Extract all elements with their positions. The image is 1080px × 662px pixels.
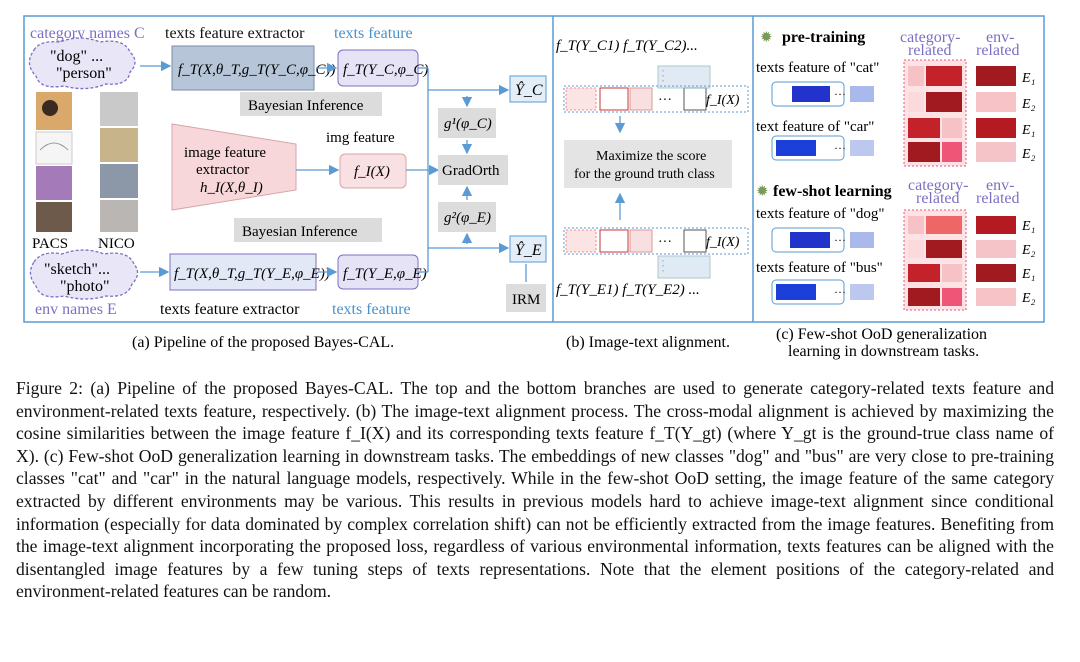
svg-text:···: ··· [658,235,672,250]
top-feature-label: texts feature [334,25,413,42]
panel-b: f_T(Y_C1) f_T(Y_C2)... ⋮ ··· f_I(X) Maxi… [556,38,749,351]
env-bubble-line1: "sketch"... [44,261,110,278]
env-related-top-2: related [976,42,1020,59]
caption-text: Figure 2: (a) Pipeline of the proposed B… [16,378,1054,602]
pacs-sketch-image [35,131,73,165]
figure-caption: Figure 2: (a) Pipeline of the proposed B… [16,377,1054,603]
nico-label: NICO [98,236,135,252]
g2-box [438,202,496,232]
svg-text:···: ··· [834,141,846,155]
env-related-bottom-1: env- [986,177,1014,194]
nico-image-3 [100,164,138,198]
dog-label: texts feature of "dog" [756,206,884,222]
panel-c: ✹ pre-training category- related env- re… [756,29,1036,360]
nico-image-2 [100,128,138,162]
img-feature-formula: f_I(X) [354,164,390,180]
caption-c-1: (c) Few-shot OoD generalization [776,326,987,343]
c-e1-d: E₁ [1021,267,1035,282]
bayes-bottom: Bayesian Inference [242,224,358,240]
c-e2-b: E₂ [1021,147,1036,162]
svg-text:···: ··· [834,285,846,299]
irm: IRM [512,292,540,308]
top-feature-formula: f_T(Y_C,φ_C) [343,62,428,78]
pacs-photo-image [36,202,72,232]
cat-related-bottom-1: category- [908,177,968,194]
env-bubble [29,249,139,300]
b-top-formula: f_T(Y_C1) f_T(Y_C2)... [556,38,698,54]
gear-icon-2: ✹ [756,184,769,200]
maximize-box [564,140,732,188]
irm-box [506,284,546,312]
ye: Ŷ_E [515,240,542,259]
caption-c-2: learning in downstream tasks. [788,343,979,360]
env-related-bottom-2: related [976,190,1020,207]
caption-a: (a) Pipeline of the proposed Bayes-CAL. [132,334,394,351]
c-e1-b: E₁ [1021,123,1035,138]
top-extractor-formula: f_T(X,θ_T,g_T(Y_C,φ_C)) [178,62,336,78]
pacs-art-image [36,166,72,200]
b-fi-bottom: f_I(X) [706,235,740,250]
cat-label: texts feature of "cat" [756,60,879,76]
env-bubble-line2: "photo" [60,278,110,295]
figure-diagram: category names C texts feature extractor… [23,15,1045,360]
bottom-extractor-label: texts feature extractor [160,301,300,318]
c-e2-a: E₂ [1021,97,1036,112]
panel-a: category names C texts feature extractor… [28,25,547,351]
figure-frame [23,15,1045,323]
env-related-top-1: env- [986,29,1014,46]
bottom-text-extractor [169,253,317,291]
c-e1-a: E₁ [1021,71,1035,86]
yc: Ŷ_C [515,80,543,99]
pacs-label: PACS [32,236,68,252]
svg-text:···: ··· [658,93,672,108]
gear-icon: ✹ [760,30,773,46]
img-feature-label: img feature [326,130,395,146]
g2: g²(φ_E) [444,210,491,226]
g1-box [438,108,496,138]
bottom-feature-formula: f_T(Y_E,φ_E) [343,266,427,282]
gradorth: GradOrth [442,163,500,179]
top-text-extractor [171,45,315,91]
b-fi-top: f_I(X) [706,93,740,108]
img-feature-box [339,153,407,189]
b-bottom-formula: f_T(Y_E1) f_T(Y_E2) ... [556,282,700,298]
c-e2-d: E₂ [1021,291,1036,306]
caption-b: (b) Image-text alignment. [566,334,730,351]
category-bubble [28,37,136,90]
top-extractor-label: texts feature extractor [165,25,305,42]
gradorth-box [438,155,508,185]
image-extractor-line2: extractor [196,162,249,178]
bayes-top-box [240,92,382,116]
g1: g¹(φ_C) [444,116,492,132]
env-names-label: env names E [35,301,117,318]
image-extractor-line1: image feature [184,145,266,161]
category-bubble-line2: "person" [56,65,112,82]
cat-related-top-1: category- [900,29,960,46]
bayes-bottom-box [234,218,382,242]
c-e1-c: E₁ [1021,219,1035,234]
pretraining-label: pre-training [782,29,865,46]
image-extractor [171,123,297,211]
image-extractor-line3: h_I(X,θ_I) [200,180,263,196]
nico-image-1 [100,92,138,126]
svg-text:···: ··· [834,233,846,247]
cat-related-top-2: related [908,42,952,59]
bottom-feature-label: texts feature [332,301,411,318]
c-e2-c: E₂ [1021,243,1036,258]
nico-image-4 [100,200,138,232]
yc-box [509,75,547,103]
bus-label: texts feature of "bus" [756,260,883,276]
maximize-line2: for the ground truth class [574,167,715,182]
category-bubble-line1: "dog" ... [50,48,103,65]
bottom-extractor-formula: f_T(X,θ_T,g_T(Y_E,φ_E)) [174,266,330,282]
category-names-label: category names C [30,25,145,42]
cat-related-bottom-2: related [916,190,960,207]
maximize-line1: Maximize the score [596,149,706,164]
fewshot-label: few-shot learning [773,183,892,200]
car-label: text feature of "car" [756,119,874,135]
ye-box [509,235,547,263]
svg-text:···: ··· [834,87,846,101]
bayes-top: Bayesian Inference [248,98,364,114]
